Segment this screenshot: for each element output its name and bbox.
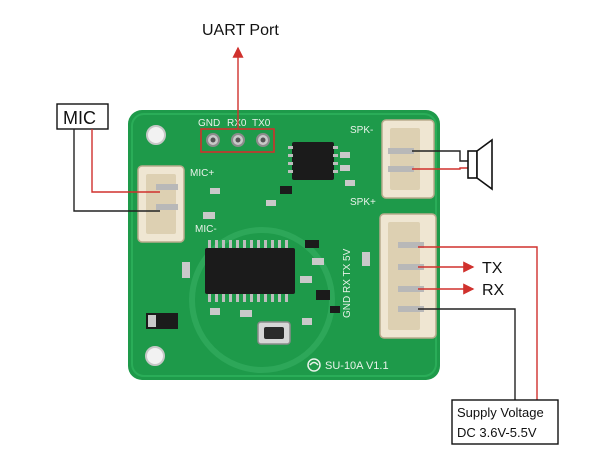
main-ic xyxy=(205,240,295,302)
board-logo-icon xyxy=(307,358,321,372)
silk-spk-plus: SPK+ xyxy=(350,197,376,208)
mount-hole-tl xyxy=(146,125,166,145)
uart-header xyxy=(200,128,275,153)
silk-side-pins: GND RX TX 5V xyxy=(342,248,353,318)
mic-plus-line xyxy=(91,129,160,193)
power-uart-connector xyxy=(379,213,437,339)
supply-voltage-label: Supply Voltage xyxy=(457,405,544,420)
spk-minus-line xyxy=(412,150,468,162)
spk-plus-line xyxy=(412,167,468,170)
supply-voltage-range: DC 3.6V-5.5V xyxy=(457,425,537,440)
supply-gnd-line xyxy=(418,308,516,400)
rx-label: RX xyxy=(482,282,505,299)
mount-hole-bl xyxy=(145,346,165,366)
silk-mic-plus: MIC+ xyxy=(190,168,214,179)
supply-voltage-box xyxy=(451,399,559,445)
uart-port-label: UART Port xyxy=(202,22,279,39)
silk-gnd: GND xyxy=(198,118,220,129)
eeprom-chip xyxy=(288,142,338,180)
silk-spk-minus: SPK- xyxy=(350,125,373,136)
crystal xyxy=(257,321,291,345)
tx-label: TX xyxy=(482,260,503,277)
silk-tx0: TX0 xyxy=(252,118,271,129)
speaker-icon xyxy=(467,138,493,191)
silk-rx0: RX0 xyxy=(227,118,247,129)
supply-5v-line xyxy=(418,246,538,400)
diode xyxy=(146,313,178,329)
mic-label: MIC xyxy=(63,108,96,128)
mic-minus-line xyxy=(73,129,160,212)
silk-mic-minus: MIC- xyxy=(195,224,217,235)
speaker-connector xyxy=(381,119,435,199)
smd-components xyxy=(182,152,370,325)
mic-connector xyxy=(137,165,185,243)
silk-board-name: SU-10A V1.1 xyxy=(325,360,389,372)
mic-label-box xyxy=(56,103,109,130)
